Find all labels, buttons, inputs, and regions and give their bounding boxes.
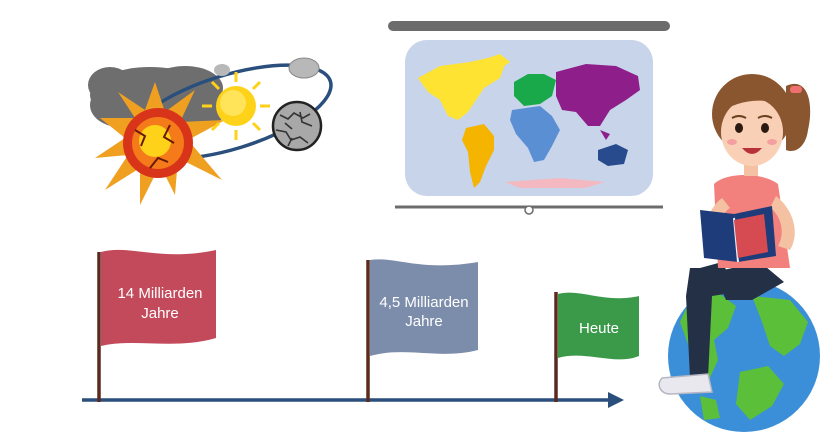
flag-2-label-line-1: 4,5 Milliarden: [379, 294, 468, 311]
flag-1-label-line-2: Jahre: [141, 305, 179, 322]
timeline-flag-2: 4,5 Milliarden Jahre: [366, 259, 478, 402]
timeline-axis: [82, 392, 624, 408]
flag-2-label-line-2: Jahre: [405, 313, 443, 330]
timeline-flag-3: Heute: [554, 292, 639, 402]
rocky-planet-icon: [271, 100, 323, 152]
timeline-flag-1: 14 Milliarden Jahre: [97, 249, 216, 402]
flag-3-label-line-1: Heute: [579, 320, 619, 337]
big-bang-explosion-icon: [88, 57, 333, 205]
girl-reading-on-globe-icon: [658, 74, 820, 432]
world-map-board-icon: [388, 21, 670, 215]
sun-icon: [202, 72, 270, 140]
flag-1-label-line-1: 14 Milliarden: [117, 285, 202, 302]
